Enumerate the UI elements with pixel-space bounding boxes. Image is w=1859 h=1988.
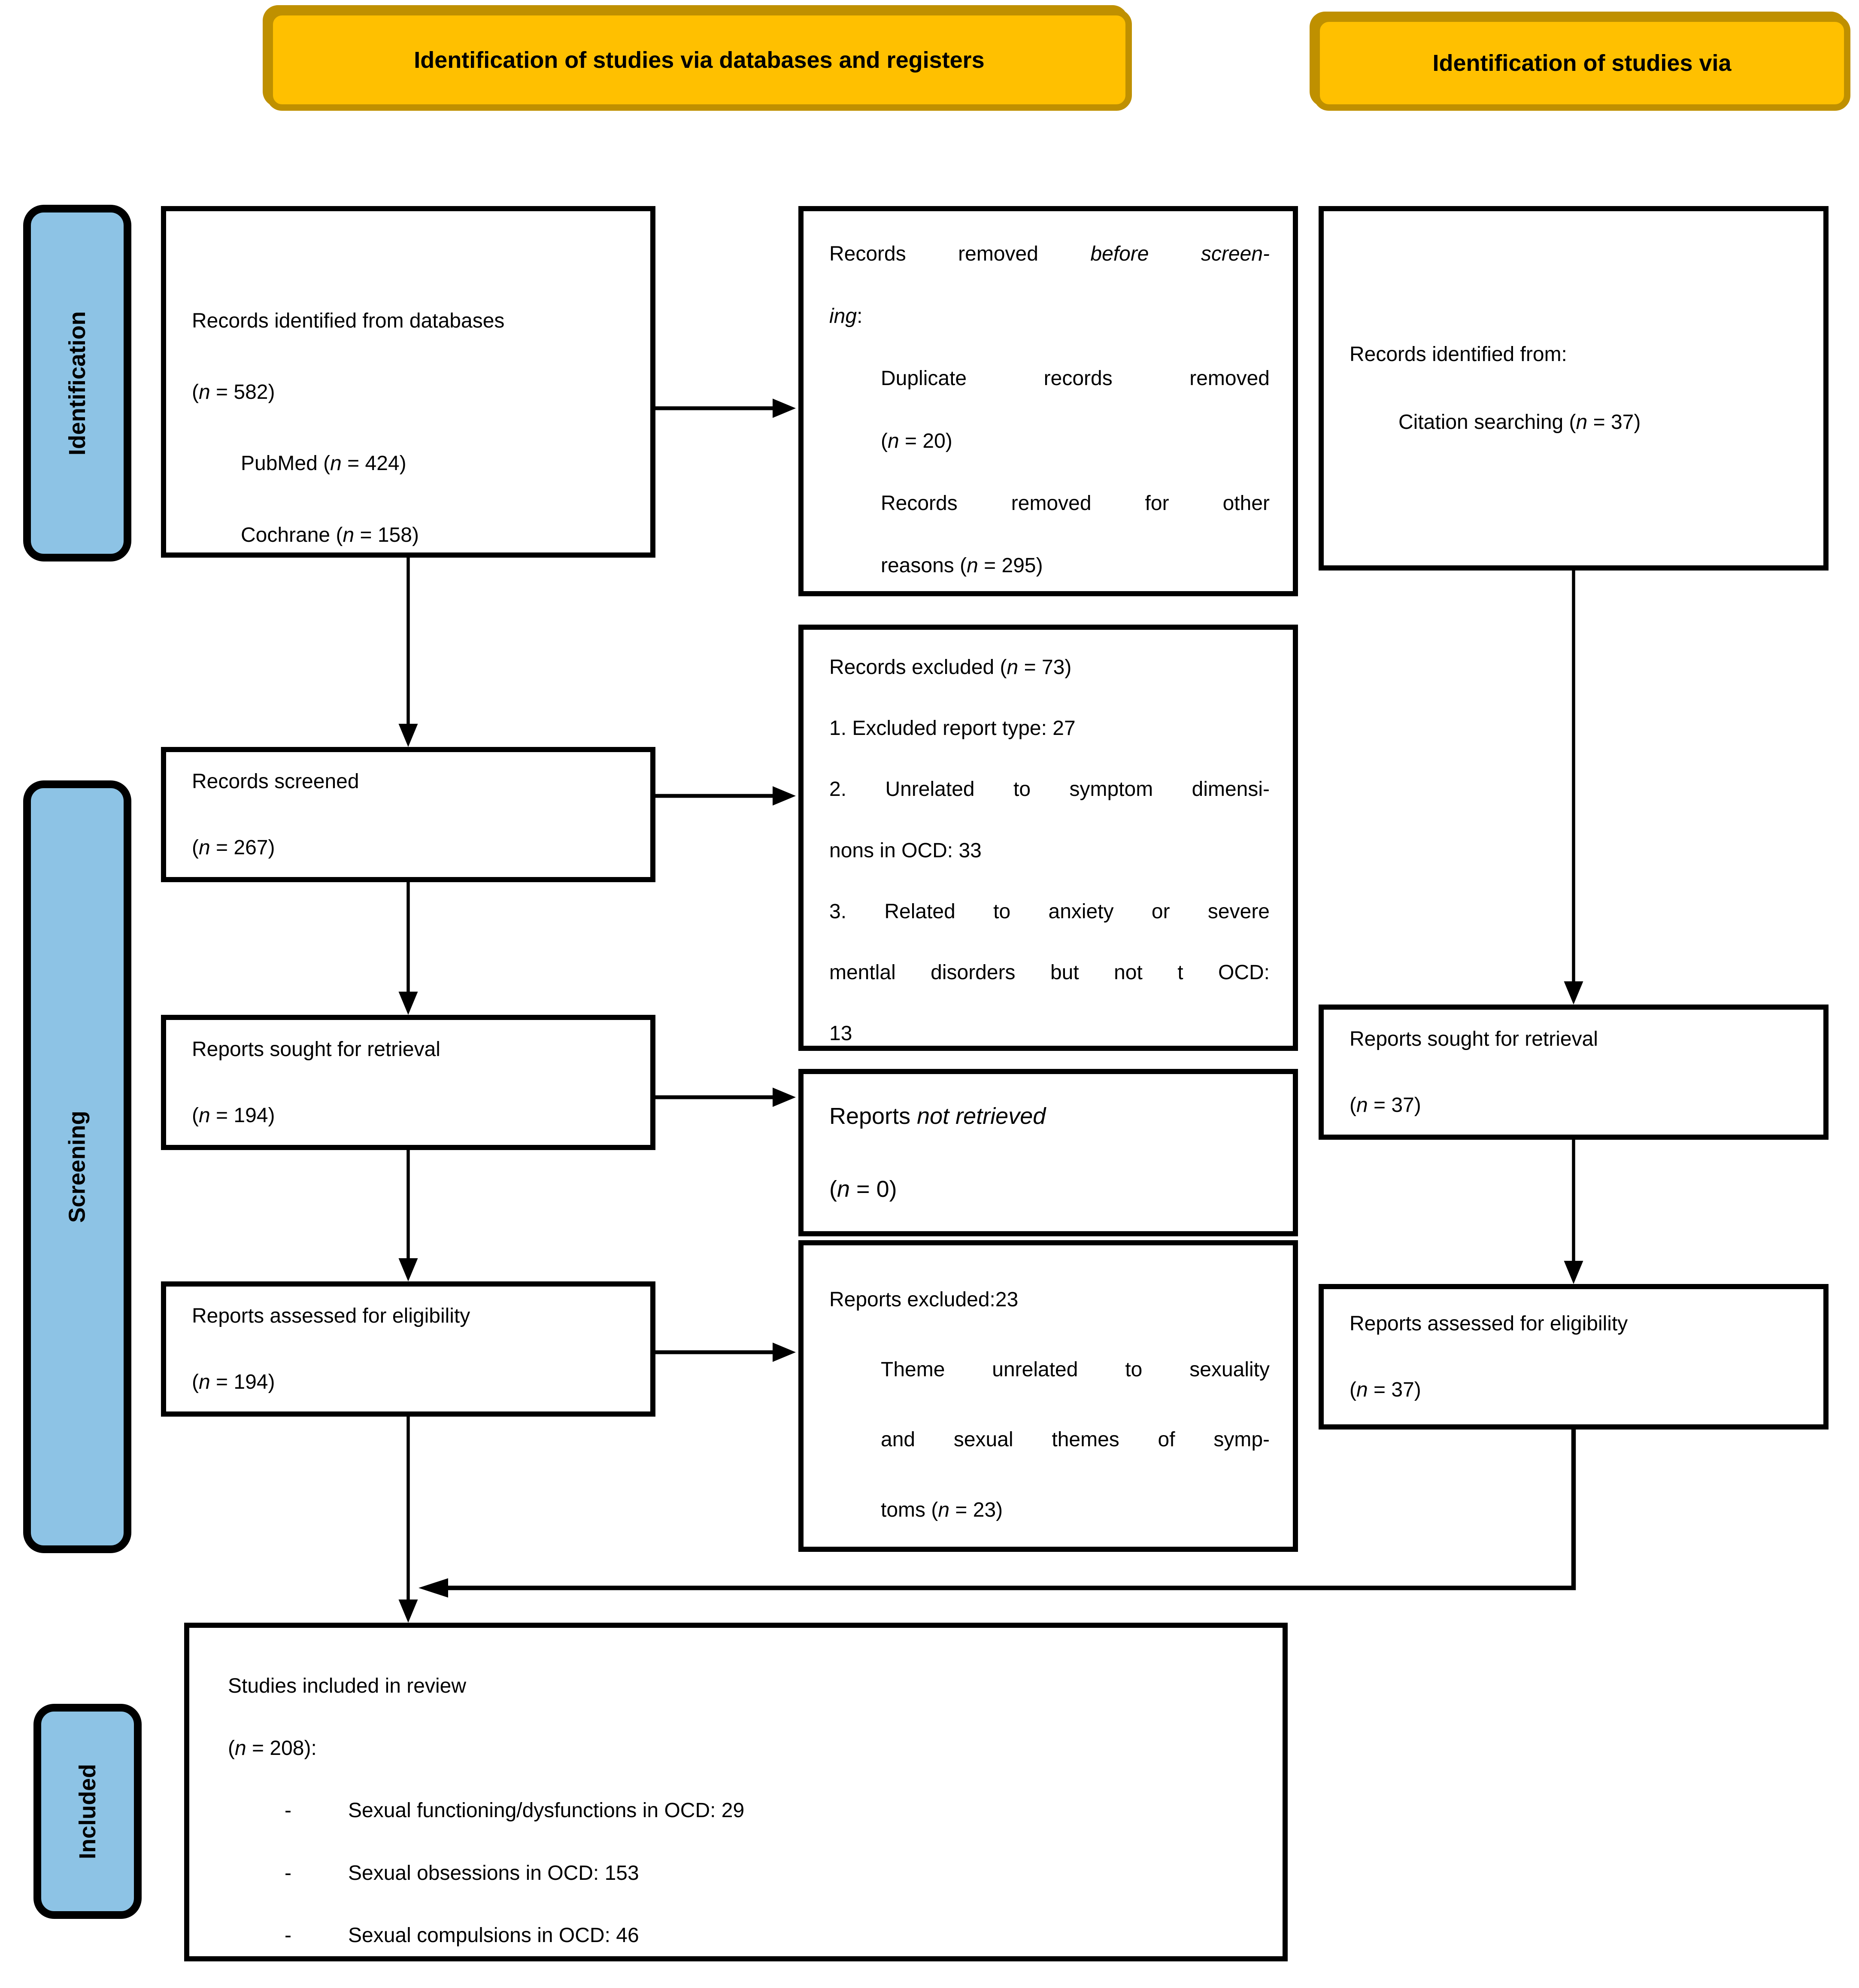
bullet-dash: - xyxy=(285,1924,291,1947)
box-reports-assessed-text: Reports assessed for eligibility (n = 194… xyxy=(166,1287,650,1411)
box-citation-identified: Records identified from: Citation searchi… xyxy=(1319,206,1829,571)
bullet-text: Sexual functioning/dysfunctions in OCD: … xyxy=(348,1799,745,1822)
stage-included: Included xyxy=(33,1704,142,1919)
box-reports-assessed: Reports assessed for eligibility (n = 194… xyxy=(161,1281,655,1417)
arrowhead-identified-to-screened xyxy=(398,724,418,747)
stage-screening-label: Screening xyxy=(64,1111,90,1223)
box-reports-sought: Reports sought for retrieval (n = 194) xyxy=(161,1015,655,1150)
arrowhead-sought-to-notretrieved xyxy=(773,1087,796,1107)
text-line: ing: xyxy=(829,305,863,328)
arrowhead-screened-to-excluded xyxy=(773,786,796,806)
text-line: Theme unrelated to sexuality xyxy=(881,1358,1270,1381)
box-studies-included: Studies included in review (n = 208): - Sex… xyxy=(184,1623,1288,1961)
text-line: and sexual themes of symp- xyxy=(881,1428,1270,1451)
text-line: reasons (n = 295) xyxy=(881,554,1043,577)
box-records-removed-text: Records removed before screen-ing: Duplic… xyxy=(804,211,1293,591)
text-line: (n = 37) xyxy=(1350,1094,1421,1117)
bullet-dash: - xyxy=(285,1799,291,1822)
arrowhead-assessed-to-included xyxy=(398,1600,418,1623)
text-line: PubMed (n = 424) xyxy=(241,452,406,475)
box-records-excluded-text: Records excluded (n = 73) 1. Excluded rep… xyxy=(804,630,1293,1046)
box-citation-identified-text: Records identified from: Citation searchi… xyxy=(1324,211,1823,565)
box-reports-sought-text: Reports sought for retrieval (n = 194) xyxy=(166,1020,650,1145)
box-records-identified: Records identified from databases (n = 58… xyxy=(161,206,655,558)
header-other-methods: Identification of studies via xyxy=(1313,15,1850,111)
text-line: Reports sought for retrieval xyxy=(192,1038,440,1061)
box-reports-sought-citation: Reports sought for retrieval (n = 37) xyxy=(1319,1005,1829,1140)
text-line: Reports assessed for eligibility xyxy=(1350,1312,1628,1335)
text-line: (n = 267) xyxy=(192,836,275,859)
text-line: Records identified from: xyxy=(1350,343,1567,366)
text-line: Records screened xyxy=(192,770,359,793)
text-line: - Sexual functioning/dysfunctions in OCD:… xyxy=(285,1799,1259,1822)
box-reports-not-retrieved-text: Reports not retrieved (n = 0) xyxy=(804,1074,1293,1231)
text-line: Cochrane (n = 158) xyxy=(241,523,419,546)
text-line: (n = 208): xyxy=(228,1737,317,1760)
bullet-text: Sexual compulsions in OCD: 46 xyxy=(348,1924,639,1947)
box-records-excluded: Records excluded (n = 73) 1. Excluded rep… xyxy=(798,625,1298,1051)
box-reports-sought-citation-text: Reports sought for retrieval (n = 37) xyxy=(1324,1010,1823,1135)
text-line: Citation searching (n = 37) xyxy=(1398,410,1641,434)
text-line: - Sexual compulsions in OCD: 46 xyxy=(285,1924,1259,1947)
stage-identification: Identification xyxy=(23,205,131,561)
arrowhead-sought-to-assessed xyxy=(398,1258,418,1281)
stage-included-label: Included xyxy=(75,1763,101,1859)
text-line: (n = 582) xyxy=(192,381,275,404)
text-line: 3. Related to anxiety or severe xyxy=(829,900,1270,923)
text-line: (n = 37) xyxy=(1350,1378,1421,1401)
text-line: Reports assessed for eligibility xyxy=(192,1304,470,1327)
arrowhead-citation-to-sought xyxy=(1564,981,1583,1005)
box-records-screened: Records screened (n = 267) xyxy=(161,747,655,882)
arrowhead-assessed-to-repexcluded xyxy=(773,1342,796,1362)
text-line: Studies included in review xyxy=(228,1675,466,1697)
text-line: 2. Unrelated to symptom dimensi- xyxy=(829,778,1270,801)
text-line: Duplicate records removed xyxy=(881,367,1270,390)
arrowhead-screened-to-sought xyxy=(398,992,418,1015)
text-line: - Sexual obsessions in OCD: 153 xyxy=(285,1861,1259,1885)
text-line: (n = 194) xyxy=(192,1104,275,1127)
text-line: Records excluded (n = 73) xyxy=(829,656,1072,679)
box-reports-assessed-citation-text: Reports assessed for eligibility (n = 37) xyxy=(1324,1289,1823,1424)
box-reports-assessed-citation: Reports assessed for eligibility (n = 37) xyxy=(1319,1284,1829,1430)
box-records-screened-text: Records screened (n = 267) xyxy=(166,752,650,877)
text-line: (n = 194) xyxy=(192,1371,275,1393)
header-other-methods-label: Identification of studies via xyxy=(1432,50,1732,76)
text-line: Reports not retrieved xyxy=(829,1103,1046,1129)
text-line: mentlal disorders but not t OCD: xyxy=(829,961,1270,984)
text-line: nons in OCD: 33 xyxy=(829,839,982,862)
box-records-removed: Records removed before screen-ing: Duplic… xyxy=(798,206,1298,596)
text-line: 1. Excluded report type: 27 xyxy=(829,717,1076,740)
header-databases-registers-label: Identification of studies via databases … xyxy=(414,47,985,73)
text-line: Records removed for other xyxy=(881,492,1270,515)
text-line: toms (n = 23) xyxy=(881,1498,1003,1521)
arrowhead-citsought-to-citassessed xyxy=(1564,1261,1583,1284)
text-line: (n = 20) xyxy=(881,429,952,452)
text-line: Records identified from databases xyxy=(192,310,505,332)
header-databases-registers: Identification of studies via databases … xyxy=(267,9,1132,111)
arrowhead-identified-to-removed xyxy=(773,398,796,418)
stage-screening: Screening xyxy=(23,780,131,1553)
text-line: (n = 0) xyxy=(829,1176,897,1202)
text-line: Reports sought for retrieval xyxy=(1350,1027,1598,1050)
box-records-identified-text: Records identified from databases (n = 58… xyxy=(166,211,650,552)
bullet-text: Sexual obsessions in OCD: 153 xyxy=(348,1861,639,1885)
box-reports-not-retrieved: Reports not retrieved (n = 0) xyxy=(798,1069,1298,1236)
text-line: 13 xyxy=(829,1022,852,1045)
text-line: Reports excluded:23 xyxy=(829,1288,1019,1311)
stage-identification-label: Identification xyxy=(64,311,90,455)
text-line: Records removed before screen- xyxy=(829,243,1270,265)
arrowhead-citassessed-to-included xyxy=(419,1578,448,1598)
bullet-dash: - xyxy=(285,1861,291,1885)
box-studies-included-text: Studies included in review (n = 208): - Sex… xyxy=(189,1628,1283,1956)
